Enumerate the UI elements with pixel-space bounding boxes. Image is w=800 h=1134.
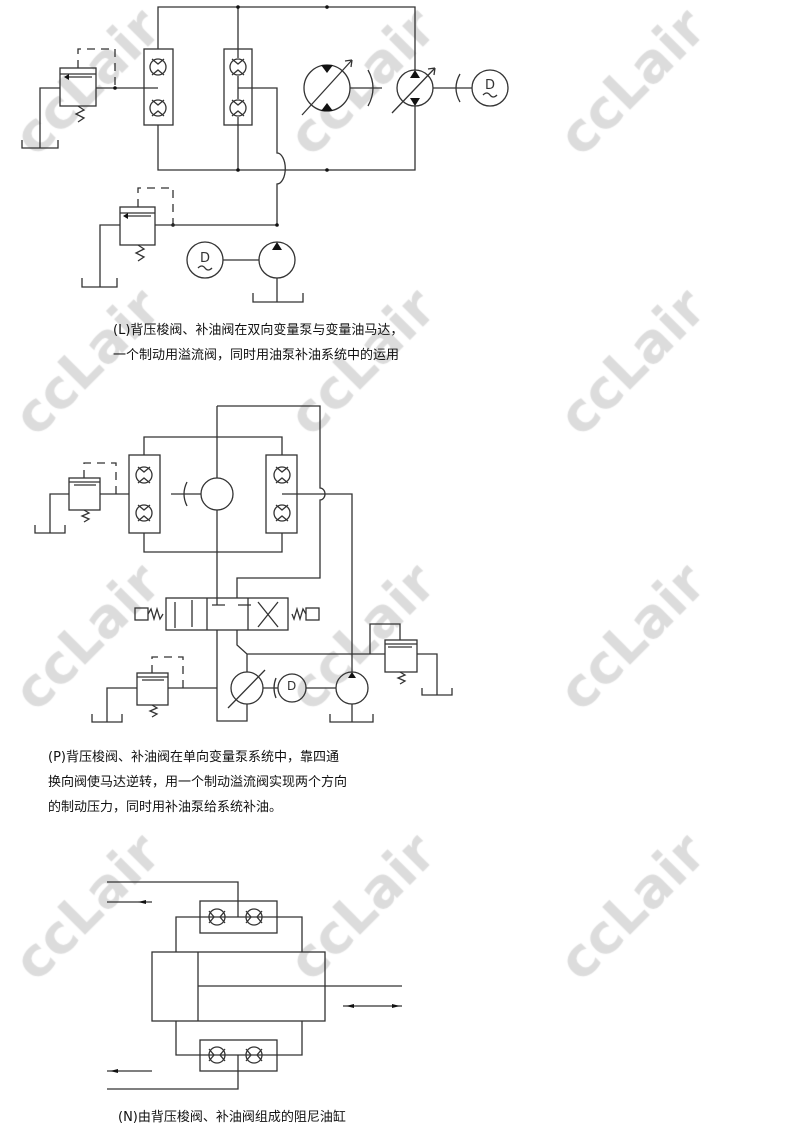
relief-valve-icon	[369, 623, 453, 696]
caption-line: 一个制动用溢流阀，同时用油泵补油系统中的运用	[113, 348, 400, 363]
diagram-N	[107, 881, 402, 1090]
caption-line: (P)背压梭阀、补油阀在单向变量泵系统中，靠四通	[48, 750, 339, 765]
variable-motor-icon	[301, 59, 382, 116]
relief-valve-icon	[21, 48, 117, 149]
caption-N: (N)由背压梭阀、补油阀组成的阻尼油缸	[118, 1105, 346, 1130]
diagram-P: D	[34, 405, 453, 723]
charge-pump-icon	[329, 671, 374, 723]
caption-line: 换向阀使马达逆转，用一个制动溢流阀实现两个方向	[48, 775, 348, 790]
caption-P: (P)背压梭阀、补油阀在单向变量泵系统中，靠四通 换向阀使马达逆转，用一个制动溢…	[48, 745, 347, 820]
check-valve-icon	[273, 504, 291, 522]
check-valve-icon	[273, 466, 291, 484]
electric-motor-icon: D	[186, 241, 224, 279]
variable-pump-icon	[391, 67, 472, 114]
hydraulic-cylinder-icon	[151, 951, 402, 1022]
motor-symbol-label: D	[287, 679, 296, 693]
hydraulic-motor-icon	[171, 477, 234, 511]
check-valve-icon	[135, 466, 153, 484]
diagram-L: D D	[21, 5, 509, 303]
four-way-directional-valve-icon	[134, 597, 320, 631]
electric-motor-icon: D	[277, 673, 336, 703]
relief-valve-icon	[91, 656, 184, 723]
electric-motor-icon: D	[471, 69, 509, 107]
relief-valve-icon	[34, 462, 117, 534]
caption-line: (L)背压梭阀、补油阀在双向变量泵与变量油马达，	[113, 323, 404, 338]
motor-symbol-label: D	[200, 251, 210, 266]
arrow-icon	[107, 900, 402, 1073]
shuttle-valve-block	[143, 48, 174, 126]
variable-pump-icon	[227, 669, 278, 709]
caption-line: 的制动压力，同时用补油泵给系统补油。	[48, 800, 283, 815]
charge-pump-icon	[223, 241, 304, 303]
motor-symbol-label: D	[485, 78, 495, 93]
caption-L: (L)背压梭阀、补油阀在双向变量泵与变量油马达， 一个制动用溢流阀，同时用油泵补…	[113, 318, 403, 368]
relief-valve-icon	[81, 187, 277, 288]
check-valve-icon	[135, 504, 153, 522]
caption-line: (N)由背压梭阀、补油阀组成的阻尼油缸	[118, 1110, 346, 1125]
